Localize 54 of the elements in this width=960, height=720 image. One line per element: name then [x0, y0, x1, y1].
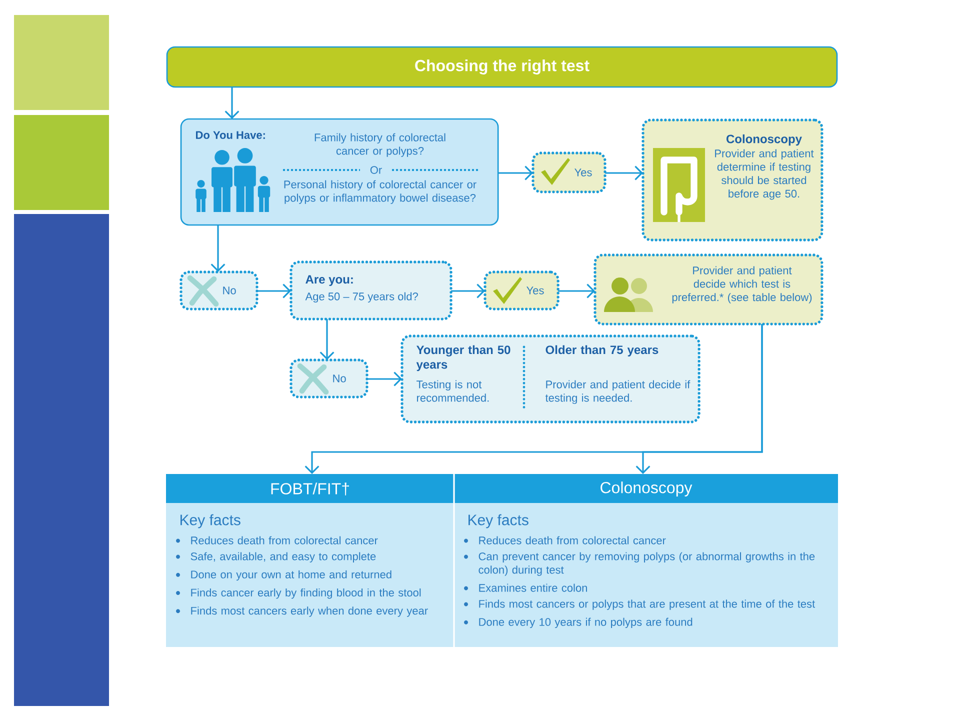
title-banner: [166, 46, 838, 88]
heading-text: Colonoscopy: [726, 134, 802, 146]
answer-text: Yes: [526, 286, 544, 294]
heading-text: Do You Have:: [196, 131, 265, 139]
bullet-item: Safe, available, and easy to complete: [176, 552, 376, 562]
result-box: [594, 254, 824, 326]
question-box: [180, 118, 499, 226]
column-header: FOBT/FIT†: [166, 474, 454, 503]
arrow: [605, 166, 643, 180]
table-column: [453, 474, 838, 648]
result-box: [642, 118, 824, 242]
bullet-item: Reduces death from colorectal cancer: [464, 536, 666, 544]
bullet-item: Finds most cancers or polyps that are present at the time of the test: [464, 600, 815, 610]
bullet-item: Done every 10 years if no polyps are found: [464, 618, 692, 628]
divider-text: Or: [370, 166, 382, 174]
heading-text: Are you:: [306, 275, 353, 286]
arrow: [257, 284, 292, 298]
result-text: Provider and patient determine if testing should be started before age 50.: [715, 149, 814, 200]
result-text: Provider and patient decide which test is preferred.* (see table below): [672, 266, 812, 304]
table-column: [166, 474, 454, 648]
arrow: [558, 284, 595, 298]
answer-box: [290, 358, 368, 398]
arrow: [498, 166, 533, 180]
bullet-item: Examines entire colon: [464, 584, 587, 592]
question-text: Age 50 – 75 years old?: [305, 292, 418, 302]
result-text: Provider and patient decide if testing is needed.: [545, 380, 690, 404]
arrow: [367, 372, 402, 386]
bullet-item: Reduces death from colorectal cancer: [176, 536, 378, 544]
question-text: Family history of colorectal cancer or polyps?: [314, 133, 446, 157]
heading-text: Older than 75 years: [546, 345, 658, 356]
question-text: Personal history of colorectal cancer or polyps or inflammatory bowel disease?: [284, 180, 476, 204]
result-text: Testing is not recommended.: [416, 380, 489, 402]
answer-box: [484, 270, 560, 310]
arrow: [636, 324, 763, 474]
bullet-item: Can prevent cancer by removing polyps (or abnormal growths in the colon) during test: [464, 552, 815, 576]
bullet-item: Done on your own at home and returned: [176, 570, 392, 581]
arrow: [320, 319, 334, 360]
answer-box: [180, 270, 258, 310]
column-header: Colonoscopy: [454, 474, 838, 503]
subheading-text: Key facts: [468, 514, 528, 528]
arrow: [210, 225, 226, 272]
arrow: [451, 284, 485, 298]
question-box: [290, 260, 452, 320]
subheading-text: Key facts: [180, 514, 240, 528]
title-text: Choosing the right test: [415, 60, 590, 74]
answer-box: [532, 152, 606, 194]
bullet-item: Finds most cancers early when done every year: [176, 606, 428, 617]
answer-text: No: [333, 374, 346, 382]
arrow: [224, 87, 240, 119]
heading-text: Younger than 50 years: [416, 345, 510, 372]
answer-text: No: [223, 286, 236, 294]
result-box: [400, 334, 700, 424]
answer-text: Yes: [574, 168, 592, 176]
bullet-item: Finds cancer early by finding blood in the stool: [176, 588, 421, 599]
